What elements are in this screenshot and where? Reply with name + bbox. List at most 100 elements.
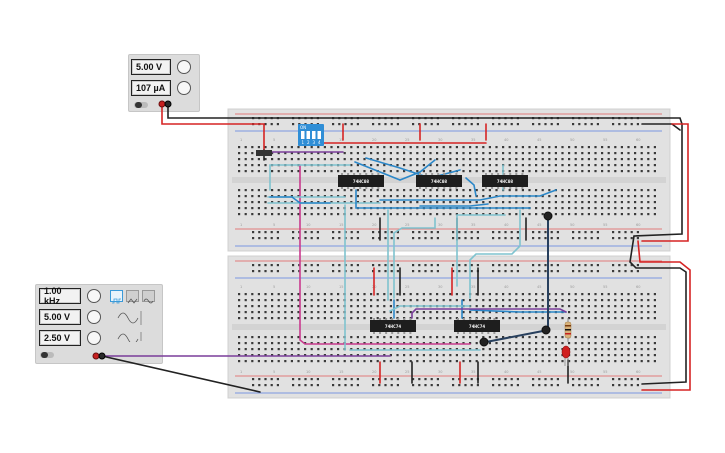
column-number: 60 [636, 285, 640, 289]
triangle-wave-button[interactable] [126, 290, 139, 304]
column-number: 25 [405, 223, 409, 227]
dip-position-label: 1 [302, 140, 305, 145]
column-number: 50 [570, 370, 574, 374]
wire-signal-ground [101, 355, 261, 393]
offset-wave-icon [117, 333, 139, 342]
sine-wave-icon [143, 298, 154, 304]
column-number: 5 [273, 223, 275, 227]
ic-label: 74HC08 [353, 179, 370, 185]
column-number: 40 [504, 223, 508, 227]
ic-chip[interactable]: 74HC74 [370, 318, 416, 334]
wire-blue-cross-1 [354, 159, 436, 181]
column-number: 50 [570, 138, 574, 142]
offset-readout: 2.50 V [39, 330, 81, 346]
led[interactable] [561, 345, 571, 366]
column-number: 30 [438, 285, 442, 289]
slide-switch[interactable] [256, 150, 272, 156]
column-number: 50 [570, 285, 574, 289]
column-number: 25 [405, 285, 409, 289]
column-number: 10 [306, 223, 310, 227]
generator-positive-terminal[interactable] [92, 352, 100, 360]
sine-wave-button[interactable] [142, 290, 155, 304]
wire-junction [541, 325, 551, 335]
column-number: 40 [504, 370, 508, 374]
function-generator-switch[interactable] [40, 352, 54, 358]
column-number: 30 [438, 370, 442, 374]
ic-label: 74HC74 [385, 324, 402, 330]
column-number: 20 [372, 138, 376, 142]
column-number: 55 [603, 223, 607, 227]
dip-position-label: 4 [318, 140, 321, 145]
triangle-wave-icon [127, 298, 138, 304]
offset-knob[interactable] [87, 331, 101, 345]
ic-chip[interactable]: 74HC74 [454, 318, 500, 334]
dip-toggle[interactable] [312, 131, 316, 139]
column-number: 45 [537, 138, 541, 142]
ic-label: 74HC74 [469, 324, 486, 330]
dip-position-label: 2 [307, 140, 310, 145]
amplitude-knob[interactable] [87, 310, 101, 324]
frequency-readout: 1.00 kHz [39, 286, 81, 306]
power-supply-switch[interactable] [134, 102, 148, 108]
wire-rail-power-top [641, 123, 689, 242]
column-number: 55 [603, 138, 607, 142]
column-number: 35 [471, 223, 475, 227]
column-number: 15 [339, 370, 343, 374]
wire-power-positive [161, 103, 265, 151]
dip-toggle[interactable] [301, 131, 305, 139]
column-number: 5 [273, 138, 275, 142]
column-number: 35 [471, 285, 475, 289]
column-number: 40 [504, 285, 508, 289]
wire-purple-lower [411, 308, 567, 319]
generator-negative-terminal[interactable] [98, 352, 106, 360]
column-number: 25 [405, 370, 409, 374]
column-number: 20 [372, 370, 376, 374]
column-number: 55 [603, 285, 607, 289]
column-numbers: 1510152025303540455055601510152025303540… [240, 138, 640, 374]
column-number: 60 [636, 223, 640, 227]
current-knob[interactable] [177, 81, 191, 95]
column-number: 10 [306, 285, 310, 289]
power-positive-terminal[interactable] [158, 100, 166, 108]
wires [95, 103, 691, 393]
wire-junction [543, 211, 553, 221]
square-wave-button[interactable] [110, 290, 123, 304]
amplitude-wave-icon [117, 312, 139, 324]
column-number: 60 [636, 370, 640, 374]
column-number: 25 [405, 138, 409, 142]
column-number: 35 [471, 370, 475, 374]
column-number: 5 [273, 370, 275, 374]
center-channel-bottom [232, 324, 666, 330]
square-wave-icon [112, 298, 121, 304]
column-number: 50 [570, 223, 574, 227]
dip-toggle[interactable] [306, 131, 311, 139]
ic-chip[interactable]: 74HC08 [482, 173, 528, 189]
column-number: 30 [438, 223, 442, 227]
ic-label: 74HC08 [497, 179, 514, 185]
column-number: 20 [372, 223, 376, 227]
ic-chip[interactable]: 74HC08 [416, 173, 462, 189]
column-number: 15 [339, 285, 343, 289]
ic-label: 74HC08 [431, 179, 448, 185]
waveform-preview-icons [117, 311, 142, 342]
resistor[interactable] [564, 318, 572, 342]
column-number: 60 [636, 138, 640, 142]
power-negative-terminal[interactable] [164, 100, 172, 108]
ic-chip[interactable]: 74HC08 [338, 173, 384, 189]
dip-switch-on-label: ON [300, 125, 306, 130]
wire-rail-power-bottom [637, 240, 691, 391]
column-number: 5 [273, 285, 275, 289]
column-number: 30 [438, 138, 442, 142]
wire-power-ground [167, 103, 683, 237]
amplitude-readout: 5.00 V [39, 309, 81, 325]
current-readout: 107 µA [131, 80, 171, 96]
column-number: 40 [504, 138, 508, 142]
voltage-knob[interactable] [177, 60, 191, 74]
wire-magenta-long [299, 164, 471, 345]
column-number: 45 [537, 223, 541, 227]
dip-toggle[interactable] [317, 131, 322, 139]
frequency-knob[interactable] [87, 289, 101, 303]
